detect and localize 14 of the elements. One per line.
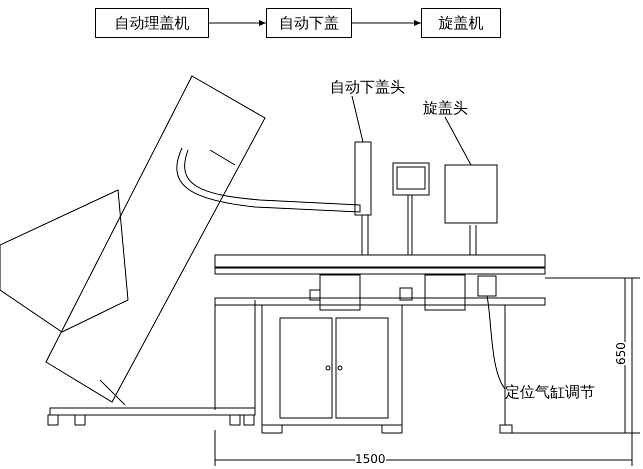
positioning-cylinder <box>478 276 496 296</box>
arrow <box>352 20 422 26</box>
cap-dropping-head <box>354 142 372 216</box>
leader-line <box>486 296 506 390</box>
arrow <box>208 20 266 26</box>
part-label: 自动下盖头 <box>330 78 405 96</box>
process-box: 自动理盖机 <box>95 8 209 38</box>
part-label: 旋盖头 <box>423 99 468 117</box>
capping-head <box>444 164 498 224</box>
leader-line <box>352 96 364 142</box>
leader-line <box>444 116 472 166</box>
process-box: 旋盖机 <box>421 8 501 38</box>
process-box: 自动下盖 <box>266 8 352 38</box>
part-label: 定位气缸调节 <box>505 383 595 401</box>
